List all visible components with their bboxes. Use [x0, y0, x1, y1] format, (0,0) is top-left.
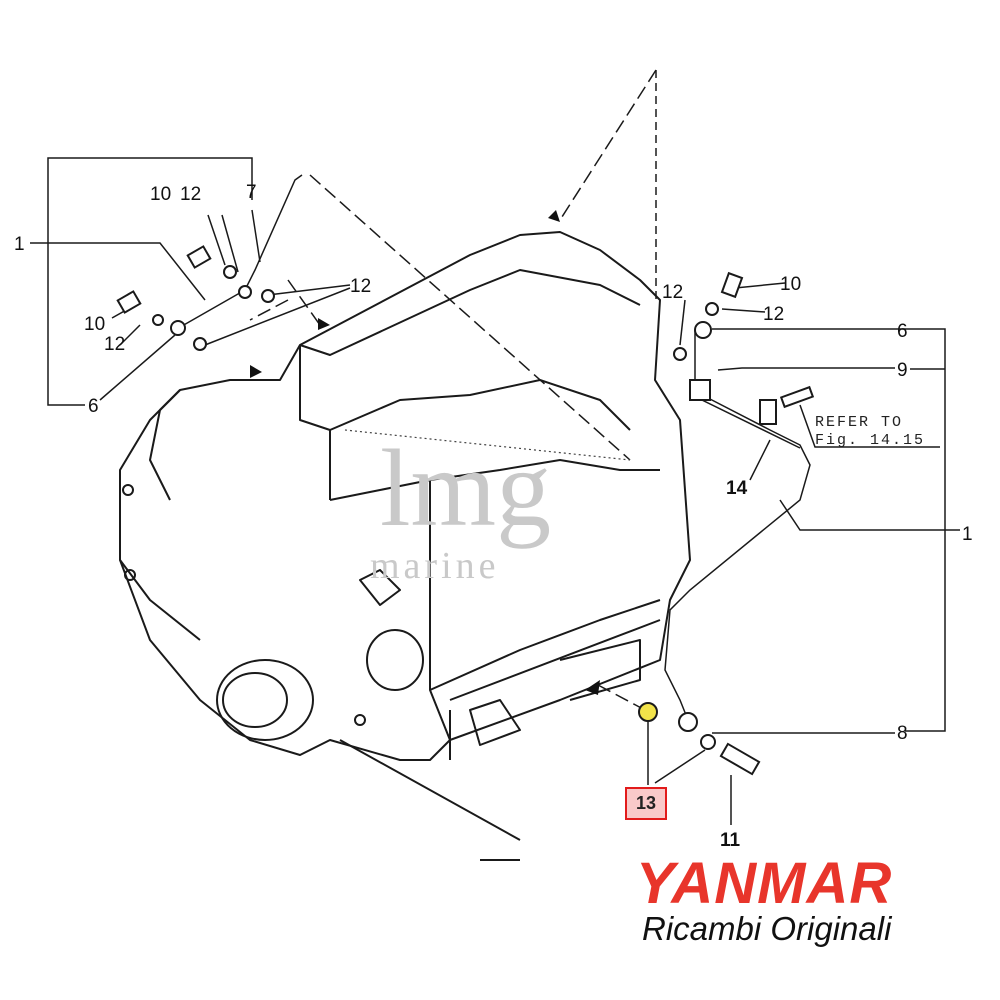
- clamp-icon: [689, 379, 711, 401]
- callout-6: 6: [88, 396, 99, 417]
- watermark-marine: marine: [370, 545, 500, 587]
- callout-10: 10: [150, 184, 171, 205]
- callout-10: 10: [780, 274, 801, 295]
- callout-14: 14: [726, 478, 748, 499]
- bolt-icon: [720, 271, 744, 299]
- callout-12: 12: [350, 276, 371, 297]
- highlighted-washer[interactable]: [638, 702, 658, 722]
- engine-outline: [119, 231, 691, 761]
- bolt-icon: [186, 245, 212, 269]
- yanmar-logo: YANMAR: [636, 851, 893, 916]
- highlighted-part-13[interactable]: 13: [625, 787, 667, 820]
- brand-tagline: Ricambi Originali: [642, 910, 892, 947]
- callout-1: 1: [14, 234, 25, 255]
- callout-9: 9: [897, 360, 908, 381]
- callout-10: 10: [84, 314, 105, 335]
- callout-12: 12: [763, 304, 784, 325]
- callout-12: 12: [662, 282, 683, 303]
- callout-12: 12: [104, 334, 125, 355]
- refer-figure: Fig. 14.15: [815, 432, 925, 449]
- refer-text: REFER TO: [815, 414, 903, 431]
- callout-1: 1: [962, 524, 973, 545]
- callout-7: 7: [246, 182, 257, 203]
- callout-6: 6: [897, 321, 908, 342]
- watermark-lmg: lmg: [380, 427, 551, 549]
- callout-8: 8: [897, 723, 908, 744]
- callout-11: 11: [720, 830, 741, 851]
- callout-12: 12: [180, 184, 201, 205]
